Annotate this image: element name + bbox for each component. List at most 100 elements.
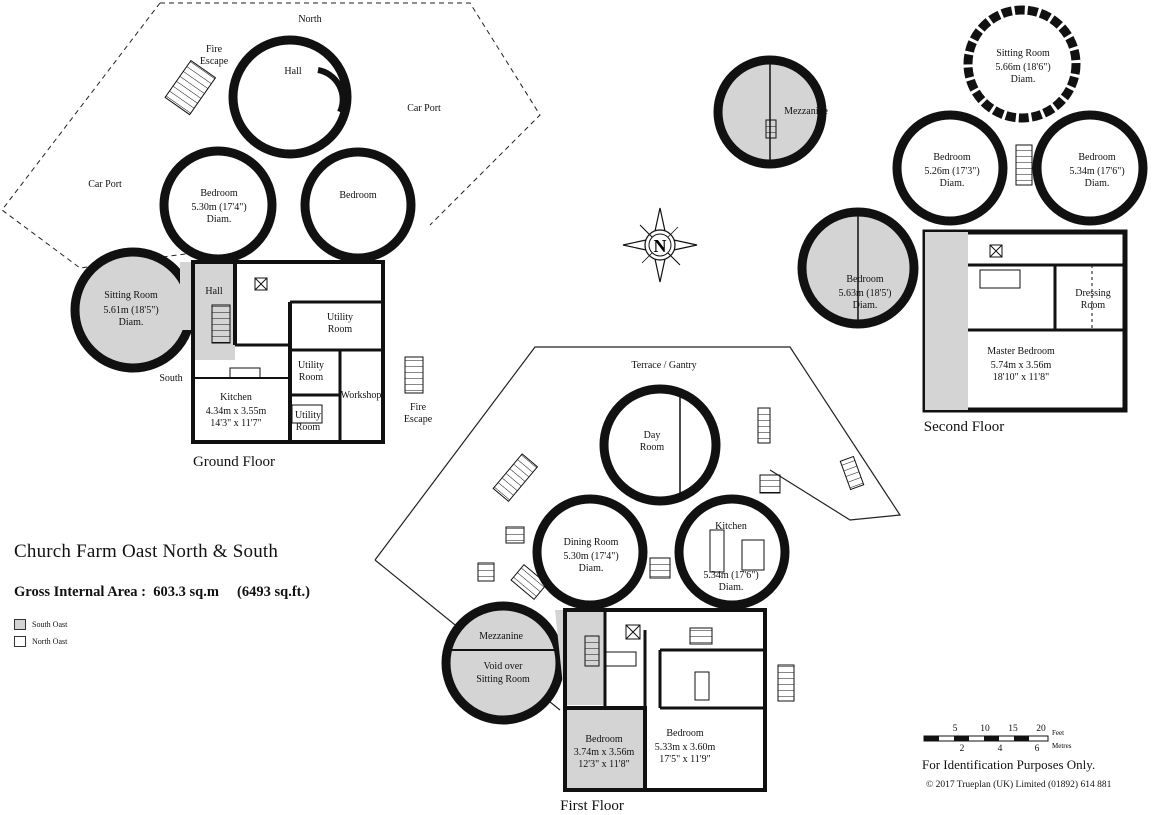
second-floor-title: Second Floor [924, 419, 1004, 435]
second-bedroom-a-dim: 5.26m (17'3") [924, 166, 979, 177]
hall-roundel [228, 35, 352, 159]
first-kitchen-dim: 5.34m (17'6") [703, 570, 758, 581]
second-bedroom-a-diam: Diam. [940, 178, 965, 189]
legend-label-south: South Oast [32, 620, 68, 629]
ground-bedroom-1-label: Bedroom [200, 188, 237, 199]
legend-south-oast: South Oast [14, 619, 67, 630]
second-dressing-label-2: Room [1081, 300, 1106, 311]
second-master-f: 18'10" x 11'8" [993, 372, 1049, 383]
ground-kitchen-label: Kitchen [220, 392, 252, 403]
first-bedroom-1-m: 3.74m x 3.56m [574, 747, 635, 758]
ground-south-label: South [159, 373, 182, 384]
ground-sitting-label: Sitting Room [104, 290, 158, 301]
second-dressing-label-1: Dressing [1075, 288, 1111, 299]
legend-swatch-south [14, 619, 26, 630]
ground-utility-2-a: Utility [298, 360, 324, 371]
first-dining-diam: Diam. [579, 563, 604, 574]
ground-bedroom-1-diam: Diam. [207, 214, 232, 225]
ground-fire-escape-label-2: Escape [200, 56, 229, 67]
first-day-label-1: Day [644, 430, 661, 441]
scale-feet-unit: Feet [1052, 729, 1064, 737]
compass-rose: N [622, 207, 698, 283]
gia-label: Gross Internal Area [14, 584, 138, 600]
ground-utility-1-a: Utility [327, 312, 353, 323]
first-kitchen-label: Kitchen [715, 521, 747, 532]
ground-hall-2-label: Hall [205, 286, 222, 297]
second-bedroom-b-roundel [1032, 110, 1148, 226]
identification-note: For Identification Purposes Only. [922, 757, 1096, 772]
first-mezzanine-roundel [441, 601, 565, 725]
ground-floor-title: Ground Floor [193, 454, 275, 470]
ground-car-port-right-label: Car Port [407, 103, 441, 114]
ground-spiral-stair [317, 67, 346, 114]
first-kitchen-roundel [674, 494, 790, 610]
scale-metres-6: 6 [1035, 744, 1040, 754]
first-bedroom-small [563, 706, 647, 792]
ground-kitchen-f: 14'3" x 11'7" [210, 418, 261, 429]
ground-fire-escape-stair [164, 59, 217, 116]
ground-bedroom-2-label: Bedroom [339, 190, 376, 201]
ground-north-label: North [298, 14, 321, 25]
ground-floor-labels: North Hall Fire Escape Car Port Car Port… [88, 14, 441, 470]
scale-feet-20: 20 [1036, 724, 1046, 734]
first-bedroom-1-f: 12'3" x 11'8" [578, 759, 629, 770]
ground-car-port-left-label: Car Port [88, 179, 122, 190]
ground-fire-escape-2-b: Escape [404, 414, 433, 425]
legend-label-north: North Oast [32, 637, 68, 646]
first-bedroom-2-m: 5.33m x 3.60m [655, 742, 716, 753]
ground-fire-escape-label-1: Fire [206, 44, 223, 55]
second-sitting-roundel [963, 5, 1081, 123]
second-master-label: Master Bedroom [987, 346, 1055, 357]
second-bedroom-a-roundel [892, 110, 1008, 226]
second-master-m: 5.74m x 3.56m [991, 360, 1052, 371]
second-sitting-diam: Diam. [1011, 74, 1036, 85]
second-bedroom-c-diam: Diam. [853, 300, 878, 311]
first-dining-label: Dining Room [564, 537, 619, 548]
first-terrace-label: Terrace / Gantry [631, 360, 696, 371]
legend-north-oast: North Oast [14, 636, 67, 647]
first-bedroom-2-f: 17'5" x 11'9" [659, 754, 710, 765]
second-stairs [1015, 144, 1033, 186]
ground-utility-2-b: Room [299, 372, 324, 383]
first-dining-dim: 5.30m (17'4") [563, 551, 618, 562]
copyright-note: © 2017 Trueplan (UK) Limited (01892) 614… [926, 780, 1112, 790]
scale-feet-10: 10 [980, 724, 990, 734]
property-title: Church Farm Oast North & South [14, 541, 279, 562]
first-day-label-2: Room [640, 442, 665, 453]
first-south-link-area [555, 610, 605, 705]
ground-utility-3-b: Room [296, 422, 321, 433]
second-bedroom-b-dim: 5.34m (17'6") [1069, 166, 1124, 177]
ground-sitting-diam: Diam. [119, 317, 144, 328]
ground-sitting-dim: 5.61m (18'5") [103, 305, 158, 316]
first-kitchen-diam: Diam. [719, 582, 744, 593]
gia-sqft: (6493 sq.ft.) [237, 584, 310, 600]
first-floor-title: First Floor [560, 798, 624, 814]
scale-metres-2: 2 [960, 744, 965, 754]
compass-letter: N [654, 236, 667, 256]
ground-utility-3-a: Utility [295, 410, 321, 421]
second-south-area [925, 232, 968, 410]
second-bedroom-b-label: Bedroom [1078, 152, 1115, 163]
ground-bedroom-1-roundel [159, 146, 277, 264]
scale-metres-unit: Metres [1052, 742, 1072, 750]
first-floor-plan [374, 346, 902, 792]
ground-workshop-label: Workshop [341, 390, 382, 401]
second-bedroom-c-label: Bedroom [846, 274, 883, 285]
gia-sqm: 603.3 sq.m [153, 584, 219, 600]
second-bedroom-b-diam: Diam. [1085, 178, 1110, 189]
second-floor-labels: Mezzanine Sitting Room 5.66m (18'6") Dia… [784, 48, 1125, 435]
ground-floor-plan [1, 2, 541, 444]
first-main-body [563, 608, 767, 792]
ground-kitchen-m: 4.34m x 3.55m [206, 406, 267, 417]
first-mezzanine-label: Mezzanine [479, 631, 523, 642]
first-day-roundel [599, 384, 721, 506]
first-void-label-1: Void over [484, 661, 524, 672]
ground-fire-escape-stair-2 [404, 356, 424, 394]
scale-metres-4: 4 [998, 744, 1003, 754]
second-mezzanine-label: Mezzanine [784, 106, 828, 117]
second-sitting-dim: 5.66m (18'6") [995, 62, 1050, 73]
first-floor-labels: Terrace / Gantry Day Room Dining Room 5.… [476, 360, 758, 814]
scale-feet-15: 15 [1008, 724, 1018, 734]
first-void-label-2: Sitting Room [476, 674, 530, 685]
